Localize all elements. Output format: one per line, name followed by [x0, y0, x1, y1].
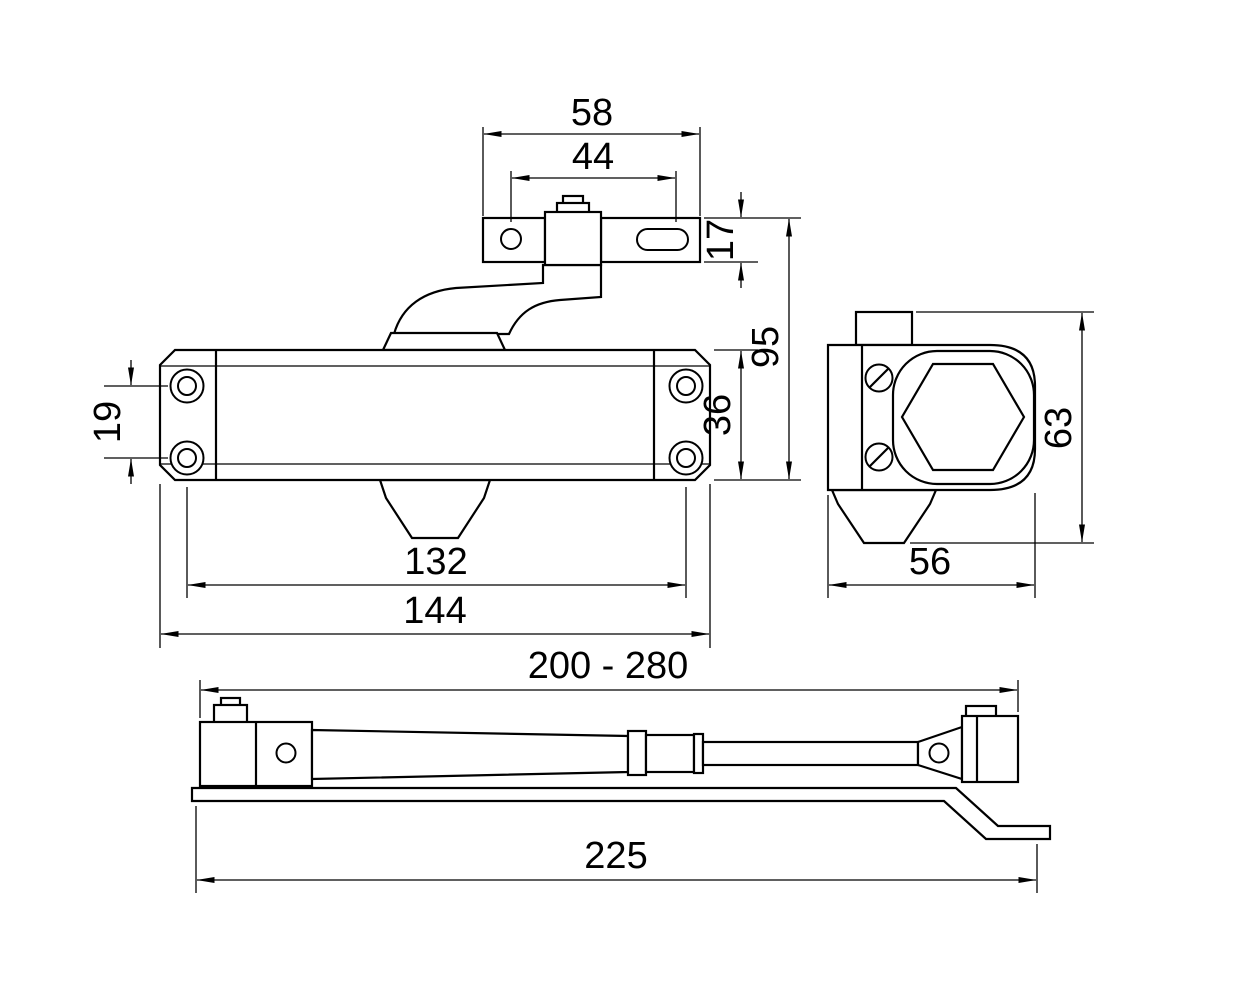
side-hex-ring [891, 349, 1036, 486]
mount-hole [676, 376, 696, 396]
dim-label-overall-height: 95 [745, 326, 787, 368]
side-view [826, 310, 1037, 545]
dim-label-mount-hole-row-spacing: 19 [87, 401, 129, 443]
arm-rod [701, 740, 920, 767]
dim-17: 17 [700, 192, 801, 288]
dimension-annotations: 58 44 17 95 36 [87, 92, 1094, 893]
side-screw-slot [869, 447, 889, 467]
dim-label-mount-hole-span: 132 [404, 541, 467, 583]
arm-joint-block [626, 729, 648, 777]
dim-19: 19 [87, 360, 168, 484]
arm-view [190, 696, 1052, 841]
dim-label-arm-projection-range: 200 - 280 [528, 645, 689, 687]
dim-132: 132 [186, 487, 687, 598]
left-knob [212, 703, 249, 725]
side-top-tab [854, 310, 914, 347]
dim-58: 58 [482, 92, 701, 216]
arm-mid-segment [644, 733, 696, 774]
dim-56: 56 [827, 493, 1036, 598]
dim-label-body-length: 144 [403, 590, 466, 632]
dim-63: 63 [910, 311, 1094, 544]
right-pivot-hole [928, 742, 950, 764]
bracket-hole [500, 228, 522, 250]
front-view [158, 194, 712, 540]
right-arm-bracket [960, 714, 1020, 784]
arm-collar [692, 732, 705, 775]
front-valve-cone [378, 478, 492, 540]
dim-label-side-width: 56 [909, 541, 951, 583]
hex-valve [900, 362, 1026, 472]
dim-36: 36 [697, 349, 758, 480]
arm-pivot-base [381, 331, 507, 352]
closer-body-outline [158, 348, 712, 482]
dim-label-bracket-height: 17 [700, 219, 742, 261]
closer-arm [392, 263, 603, 336]
dim-label-side-height: 63 [1038, 407, 1080, 449]
dim-label-body-height: 36 [697, 394, 739, 436]
left-pivot-hole [275, 742, 297, 764]
dim-label-bracket-width: 58 [571, 92, 613, 134]
main-arm-bar [310, 728, 630, 781]
slide-channel [190, 786, 1052, 841]
side-valve-cone [830, 488, 938, 545]
dim-95: 95 [714, 218, 801, 481]
dim-label-bracket-hole-span: 44 [572, 136, 614, 178]
dim-label-arm-length: 225 [584, 835, 647, 877]
dim-225: 225 [195, 806, 1038, 893]
dim-200-280: 200 - 280 [199, 645, 1019, 718]
mount-hole [177, 376, 197, 396]
mount-hole [177, 448, 197, 468]
dim-44: 44 [510, 136, 677, 222]
bracket-center-block [543, 210, 603, 267]
mount-hole [676, 448, 696, 468]
side-screw-slot [869, 368, 889, 388]
bracket-slot [636, 228, 689, 251]
dim-144: 144 [159, 484, 711, 648]
